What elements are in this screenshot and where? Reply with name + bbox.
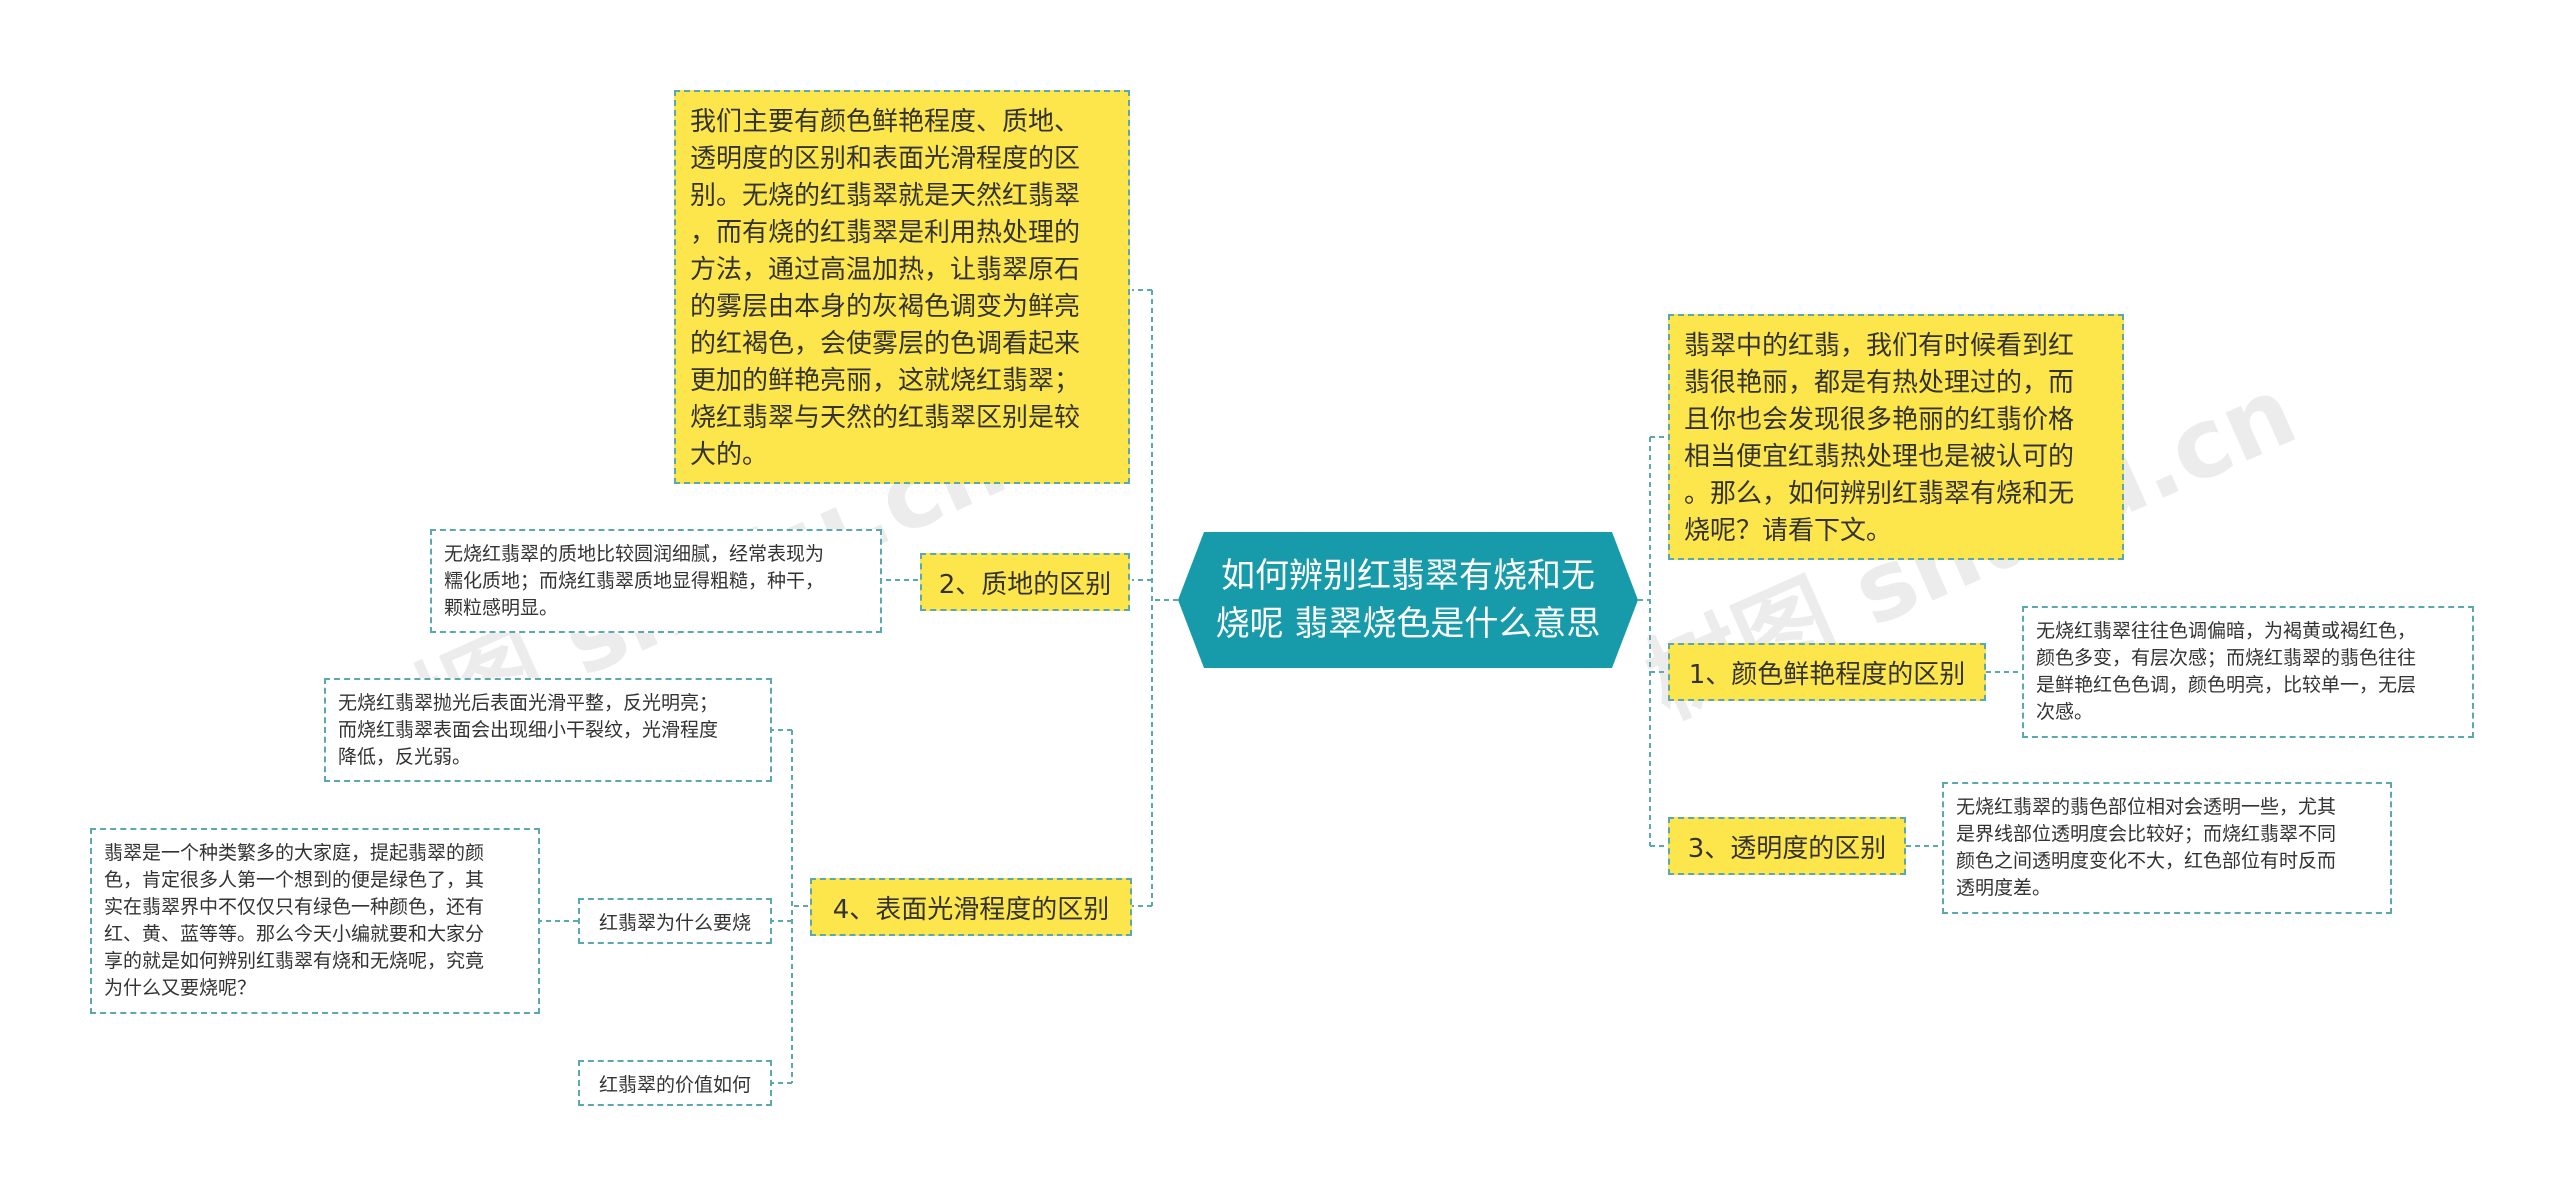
color-detail-node[interactable]: 无烧红翡翠往往色调偏暗，为褐黄或褐红色， 颜色多变，有层次感；而烧红翡翠的翡色往…: [2022, 606, 2474, 738]
texture-detail-node[interactable]: 无烧红翡翠的质地比较圆润细腻，经常表现为 糯化质地；而烧红翡翠质地显得粗糙，种干…: [430, 529, 882, 633]
right-intro-node[interactable]: 翡翠中的红翡，我们有时候看到红 翡很艳丽，都是有热处理过的，而 且你也会发现很多…: [1668, 314, 2124, 560]
texture-difference-node[interactable]: 2、质地的区别: [920, 553, 1130, 611]
why-burn-detail-node[interactable]: 翡翠是一个种类繁多的大家庭，提起翡翠的颜 色，肯定很多人第一个想到的便是绿色了，…: [90, 828, 540, 1014]
why-burn-node[interactable]: 红翡翠为什么要烧: [578, 898, 772, 944]
clarity-detail-node[interactable]: 无烧红翡翠的翡色部位相对会透明一些，尤其 是界线部位透明度会比较好；而烧红翡翠不…: [1942, 782, 2392, 914]
color-difference-node[interactable]: 1、颜色鲜艳程度的区别: [1668, 643, 1986, 701]
central-topic[interactable]: 如何辨别红翡翠有烧和无 烧呢 翡翠烧色是什么意思: [1178, 532, 1638, 668]
clarity-difference-node[interactable]: 3、透明度的区别: [1668, 817, 1906, 875]
value-node[interactable]: 红翡翠的价值如何: [578, 1060, 772, 1106]
smoothness-detail-node[interactable]: 无烧红翡翠抛光后表面光滑平整，反光明亮； 而烧红翡翠表面会出现细小干裂纹，光滑程…: [324, 678, 772, 782]
smoothness-difference-node[interactable]: 4、表面光滑程度的区别: [810, 878, 1132, 936]
left-intro-node[interactable]: 我们主要有颜色鲜艳程度、质地、 透明度的区别和表面光滑程度的区 别。无烧的红翡翠…: [674, 90, 1130, 484]
